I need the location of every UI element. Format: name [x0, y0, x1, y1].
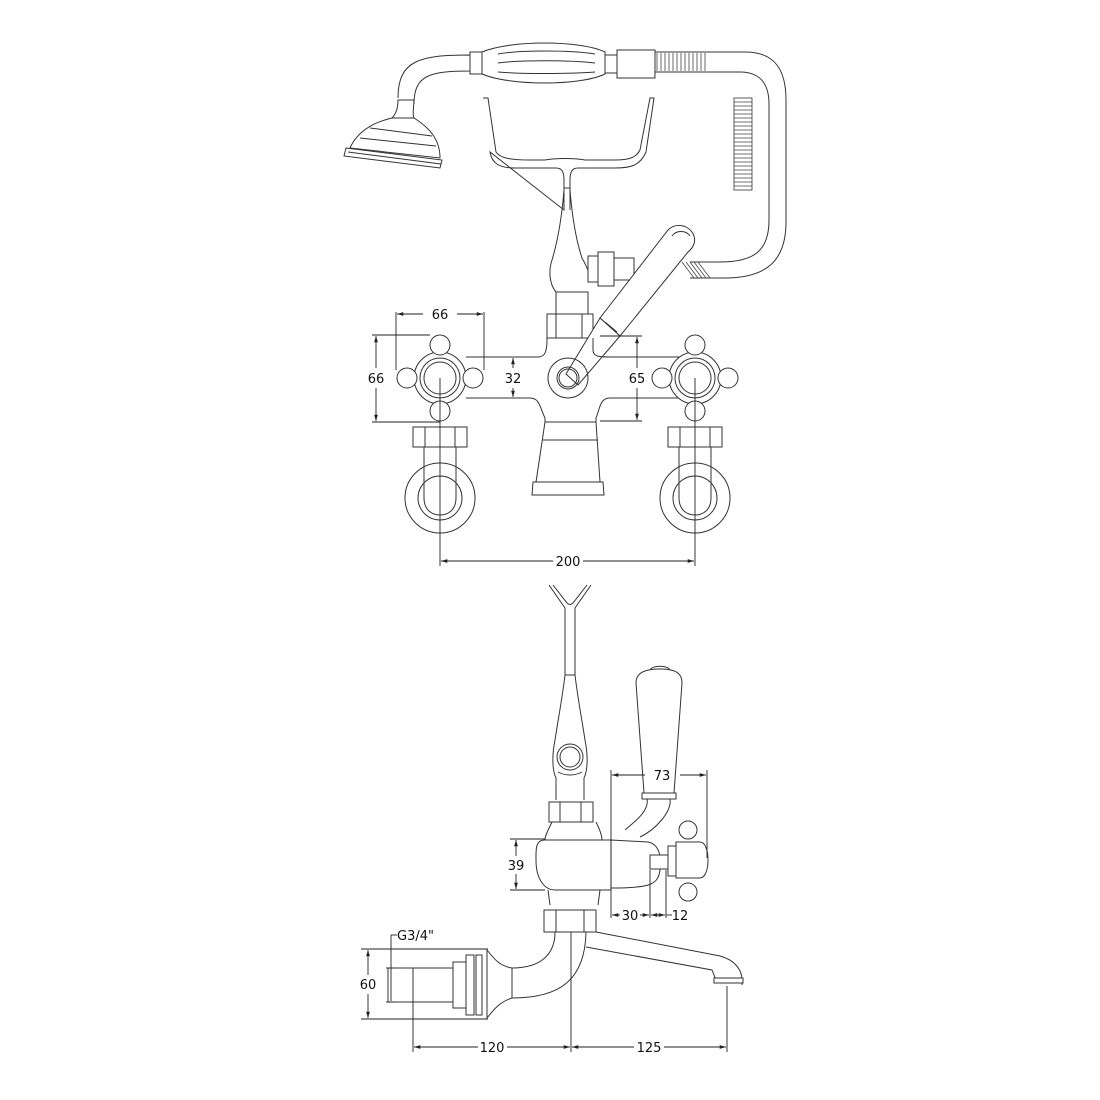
body-side: [535, 820, 709, 933]
front-view: 66 66 32 65 200: [343, 42, 787, 570]
handset-cradle: [483, 97, 655, 212]
dim-offset-a: 30: [622, 909, 639, 924]
shower-head: [343, 99, 443, 169]
front-dimensions: 66 66 32 65 200: [368, 308, 696, 570]
lever-side: [624, 665, 683, 838]
side-view: 73 39 30 12 G3/4" 60: [360, 584, 744, 1056]
dim-handle-width: 66: [432, 308, 449, 323]
dim-centers: 200: [556, 555, 581, 570]
dim-wall-to-center: 120: [480, 1041, 505, 1056]
dim-body-height-side: 39: [508, 859, 525, 874]
inlet-spout: [387, 931, 744, 1020]
shower-hose: [397, 51, 787, 279]
spout-front: [531, 421, 605, 496]
riser: [546, 189, 635, 339]
dim-center-height: 65: [629, 372, 646, 387]
dim-handle-height: 66: [368, 372, 385, 387]
dim-spout-projection: 125: [637, 1041, 662, 1056]
dim-lever-reach: 73: [654, 769, 671, 784]
side-dimensions: 73 39 30 12 G3/4" 60: [360, 769, 728, 1056]
dim-thread: G3/4": [397, 929, 434, 944]
dim-body-height: 32: [505, 372, 522, 387]
dim-offset-b: 12: [672, 909, 689, 924]
dim-inlet-height: 60: [360, 978, 377, 993]
cradle-side: [548, 584, 594, 823]
mixer-body: [466, 337, 680, 422]
handset-grip: [469, 42, 656, 84]
